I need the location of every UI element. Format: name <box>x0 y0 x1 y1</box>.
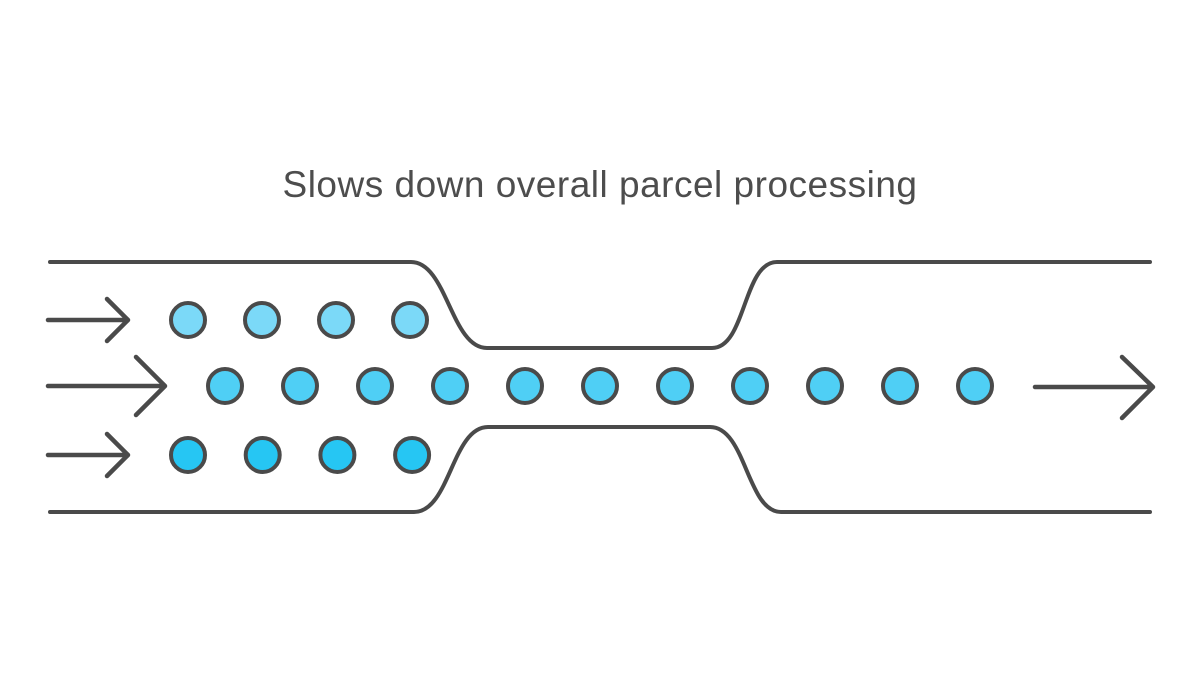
inflow-arrow-bottom <box>45 431 131 479</box>
parcel-circle <box>356 367 394 405</box>
parcel-circle <box>281 367 319 405</box>
pipe-top-wall <box>48 260 1152 350</box>
inflow-arrow-top <box>45 296 131 344</box>
parcel-row-top-lane <box>169 301 429 339</box>
parcel-circle <box>656 367 694 405</box>
parcel-circle <box>391 301 429 339</box>
pipe-bottom-wall <box>48 425 1152 514</box>
outflow-arrow <box>1032 354 1156 421</box>
parcel-circle <box>393 436 432 474</box>
parcel-circle <box>506 367 544 405</box>
parcel-circle <box>317 301 355 339</box>
parcel-circle <box>581 367 619 405</box>
parcel-row-middle-lane <box>206 367 994 405</box>
parcel-circle <box>318 436 357 474</box>
parcel-circle <box>243 436 282 474</box>
inflow-arrows <box>45 296 168 479</box>
parcel-circle <box>431 367 469 405</box>
parcel-circle <box>169 436 207 474</box>
parcel-circle <box>206 367 244 405</box>
parcel-circle <box>169 301 207 339</box>
parcel-rows <box>169 301 994 474</box>
inflow-arrow-middle <box>45 354 168 418</box>
parcel-circle <box>731 367 769 405</box>
parcel-circle <box>881 367 919 405</box>
parcel-row-bottom-lane <box>169 436 432 474</box>
parcel-circle <box>956 367 994 405</box>
diagram-title: Slows down overall parcel processing <box>282 164 918 205</box>
parcel-circle <box>243 301 281 339</box>
parcel-circle <box>806 367 844 405</box>
